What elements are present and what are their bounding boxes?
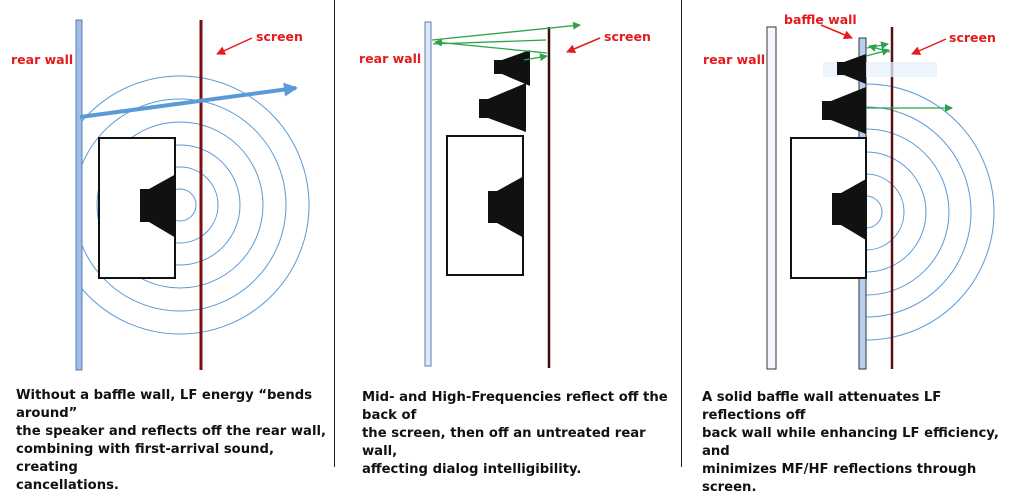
- speaker-cone-icon: [497, 176, 524, 238]
- panel-2: rear wall screen: [359, 21, 651, 368]
- tweeter-horn-icon: [502, 50, 530, 86]
- screen-pointer-arrow: [566, 37, 601, 54]
- tweeter-horn-icon: [844, 54, 866, 84]
- panel-2-caption: Mid- and High-Frequencies reflect off th…: [362, 390, 668, 477]
- screen-label: screen: [604, 29, 651, 44]
- diagram-canvas: rear wall screen rear wall screen: [11, 0, 996, 467]
- midrange-horn-icon: [831, 87, 866, 134]
- lf-wave-rings: [866, 83, 995, 341]
- baffle-wall-label: baffle wall: [784, 12, 857, 27]
- rear-wall: [424, 21, 432, 367]
- screen-label: screen: [949, 30, 996, 45]
- speaker-cone-icon: [149, 174, 176, 238]
- tweeter-driver-icon: [494, 60, 502, 74]
- screen-pointer-arrow: [216, 37, 253, 55]
- panel-1-caption: Without a baffle wall, LF energy “bends …: [16, 388, 326, 493]
- speaker-driver-icon: [832, 193, 841, 225]
- screen-label: screen: [256, 29, 303, 44]
- lf-wave-rings: [81, 75, 310, 335]
- tweeter-driver-icon: [837, 62, 844, 75]
- midrange-driver-icon: [822, 101, 831, 120]
- speaker-driver-icon: [488, 191, 497, 223]
- rear-wall-label: rear wall: [703, 52, 765, 67]
- rear-wall: [75, 19, 83, 371]
- baffle-pointer-arrow: [820, 24, 853, 40]
- panel-3-caption: A solid baffle wall attenuates LF reflec…: [702, 390, 999, 495]
- panel-3: rear wall screen baffle wall: [703, 12, 996, 370]
- rear-wall-label: rear wall: [11, 52, 73, 67]
- speaker-driver-icon: [140, 189, 149, 222]
- rear-wall-label: rear wall: [359, 51, 421, 66]
- midrange-horn-icon: [488, 83, 526, 132]
- midrange-driver-icon: [479, 99, 488, 118]
- rear-wall: [766, 26, 777, 370]
- screen-pointer-arrow: [911, 38, 947, 55]
- lf-energy-arrow: [79, 82, 298, 119]
- mf-hf-reflection-arrows: [865, 41, 953, 112]
- speaker-cone-icon: [841, 179, 866, 240]
- mf-hf-reflection-arrows: [431, 21, 581, 62]
- panel-1: rear wall screen: [11, 19, 310, 371]
